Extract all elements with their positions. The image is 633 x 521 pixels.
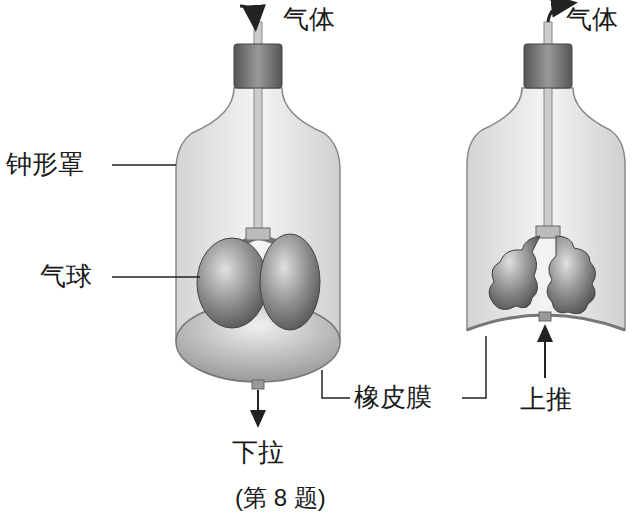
part-label: 气体	[283, 5, 335, 34]
part-label: 橡皮膜	[354, 383, 432, 412]
part-label: 气体	[566, 5, 618, 34]
part-label: 下拉	[232, 438, 284, 467]
part-label: 钟形罩	[6, 150, 84, 179]
balloon	[197, 238, 267, 328]
leader-line	[462, 336, 486, 398]
stopper	[524, 44, 572, 88]
leader-line	[322, 370, 350, 398]
rubber-membrane	[176, 302, 340, 382]
balloon	[489, 236, 540, 310]
balloon	[260, 234, 320, 330]
leader-line	[112, 276, 200, 278]
stopper	[234, 44, 282, 88]
balloon	[547, 236, 596, 314]
leader-line	[112, 164, 176, 166]
caption: (第 8 题)	[235, 485, 326, 511]
part-label: 气球	[40, 262, 92, 291]
part-label: 上推	[520, 385, 572, 414]
